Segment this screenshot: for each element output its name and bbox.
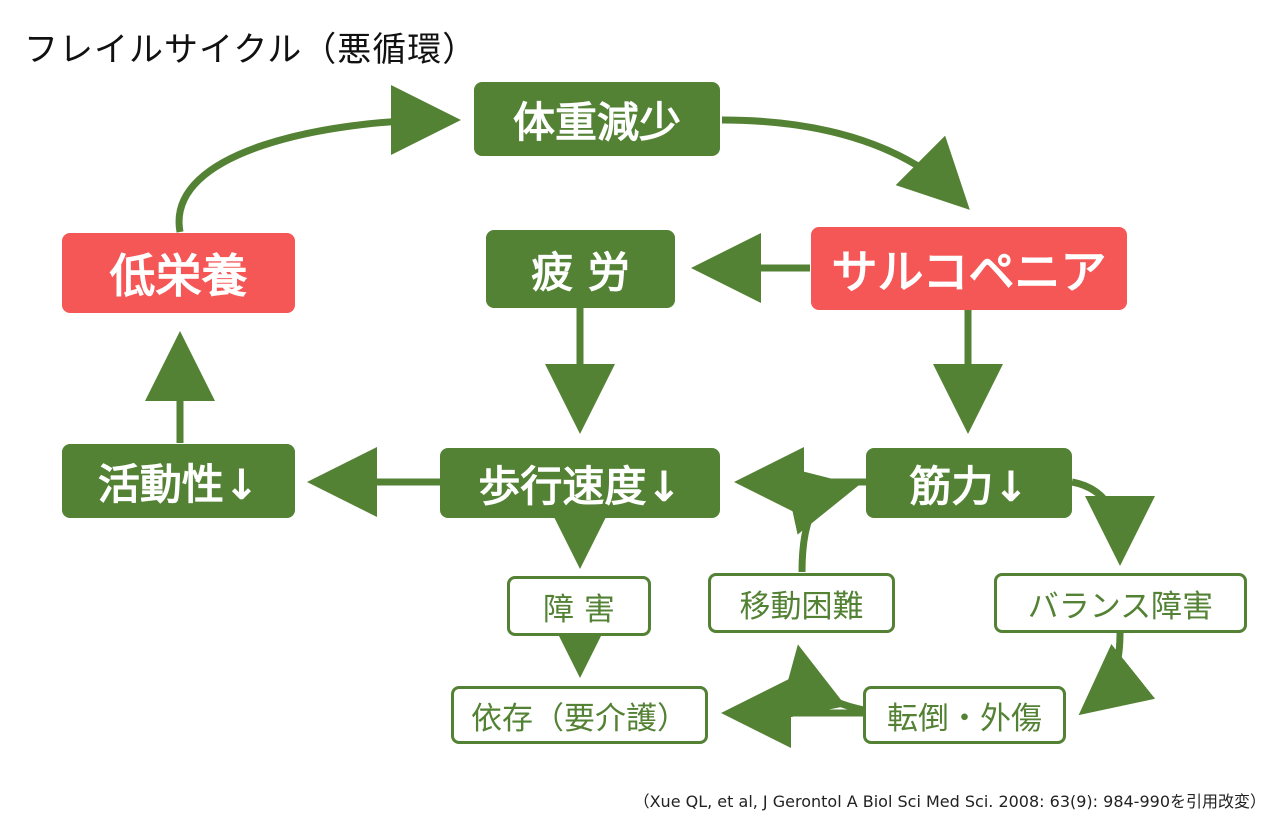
node-mobility-difficulty: 移動困難 [708,573,895,633]
node-fall-injury: 転倒・外傷 [863,686,1066,744]
arrow-malnutrition-to-weight-loss [175,85,461,233]
node-malnutrition: 低栄養 [62,233,295,313]
diagram-title: フレイルサイクル（悪循環） [24,30,478,70]
arrow-weight-loss-to-sarcopenia [721,116,970,210]
node-dependence: 依存（要介護） [451,686,708,744]
citation: （Xue QL, et al, J Gerontol A Biol Sci Me… [633,792,1266,811]
node-walking-speed: 歩行速度↓ [440,448,720,518]
arrow-mobility-to-strength [782,466,859,573]
node-balance-disorder: バランス障害 [994,573,1247,633]
node-activity: 活動性↓ [62,444,295,518]
node-weight-loss: 体重減少 [474,82,720,156]
node-sarcopenia: サルコペニア [811,227,1127,310]
arrow-balance-to-fall [1078,632,1156,716]
arrow-fall-to-mobility [777,644,865,720]
node-fatigue: 疲 労 [486,230,675,308]
arrow-strength-to-balance [1071,478,1155,566]
node-muscle-strength: 筋力↓ [866,448,1072,518]
node-disability: 障 害 [507,576,651,636]
